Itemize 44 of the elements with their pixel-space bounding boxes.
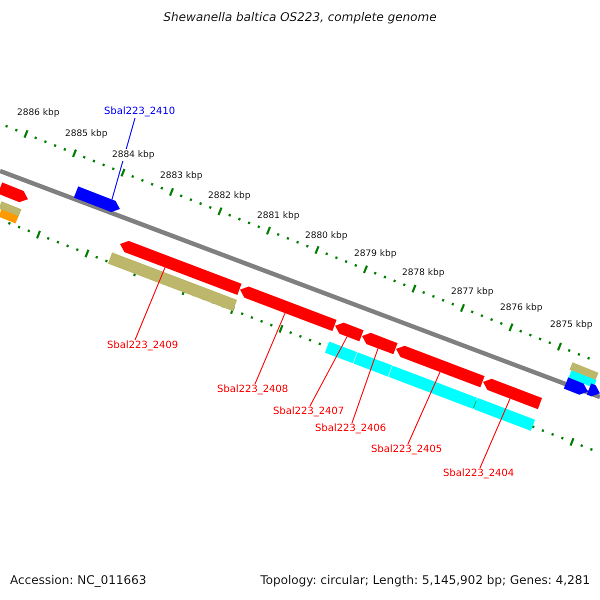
leader-line: [254, 312, 286, 384]
scale-label: 2876 kbp: [500, 302, 542, 314]
scale-label: 2875 kbp: [550, 319, 592, 331]
gene-label: Sbal223_2406: [315, 423, 386, 435]
gene-label: Sbal223_2407: [273, 406, 344, 418]
scale-label: 2881 kbp: [257, 210, 300, 222]
gene-label: Sbal223_2404: [443, 468, 514, 480]
gene-feature: [362, 332, 398, 354]
scale-label: 2877 kbp: [451, 286, 494, 298]
gene-feature: [120, 240, 242, 295]
genome-info-text: Topology: circular; Length: 5,145,902 bp; Genes: 4,281: [260, 574, 590, 586]
gene-feature: [586, 383, 600, 396]
gene-feature: [0, 182, 28, 202]
gene-feature: [396, 346, 485, 388]
gene-feature: [240, 286, 337, 332]
gene-feature: [388, 366, 478, 409]
scale-label: 2886 kbp: [17, 107, 60, 119]
scale-label: 2882 kbp: [208, 190, 250, 202]
gene-label: Sbal223_2410: [104, 106, 176, 118]
gene-feature: [570, 362, 598, 380]
gene-label: Sbal223_2408: [217, 384, 288, 396]
leader-line: [408, 372, 440, 444]
scale-label: 2878 kbp: [402, 267, 444, 279]
leader-line: [134, 267, 166, 340]
gene-feature: [74, 186, 120, 212]
gene-feature: [324, 342, 358, 364]
accession-text: Accession: NC_011663: [10, 574, 146, 586]
scale-label: 2885 kbp: [65, 128, 108, 140]
gene-label: Sbal223_2405: [371, 444, 442, 456]
leader-line: [352, 348, 378, 424]
scale-label: 2880 kbp: [305, 230, 348, 242]
gene-feature: [0, 209, 18, 224]
gene-feature: [483, 378, 542, 410]
scale-label: 2884 kbp: [112, 149, 154, 161]
gene-feature: [108, 252, 238, 312]
gene-feature: [0, 201, 22, 217]
gene-feature: [353, 352, 392, 377]
scale-label: 2883 kbp: [160, 170, 202, 182]
leader-line: [480, 398, 510, 468]
scale-label: 2879 kbp: [354, 248, 396, 260]
gene-feature: [335, 322, 364, 342]
gene-label: Sbal223_2409: [107, 340, 178, 352]
gene-feature: [473, 398, 536, 431]
gene-feature: [568, 370, 596, 388]
